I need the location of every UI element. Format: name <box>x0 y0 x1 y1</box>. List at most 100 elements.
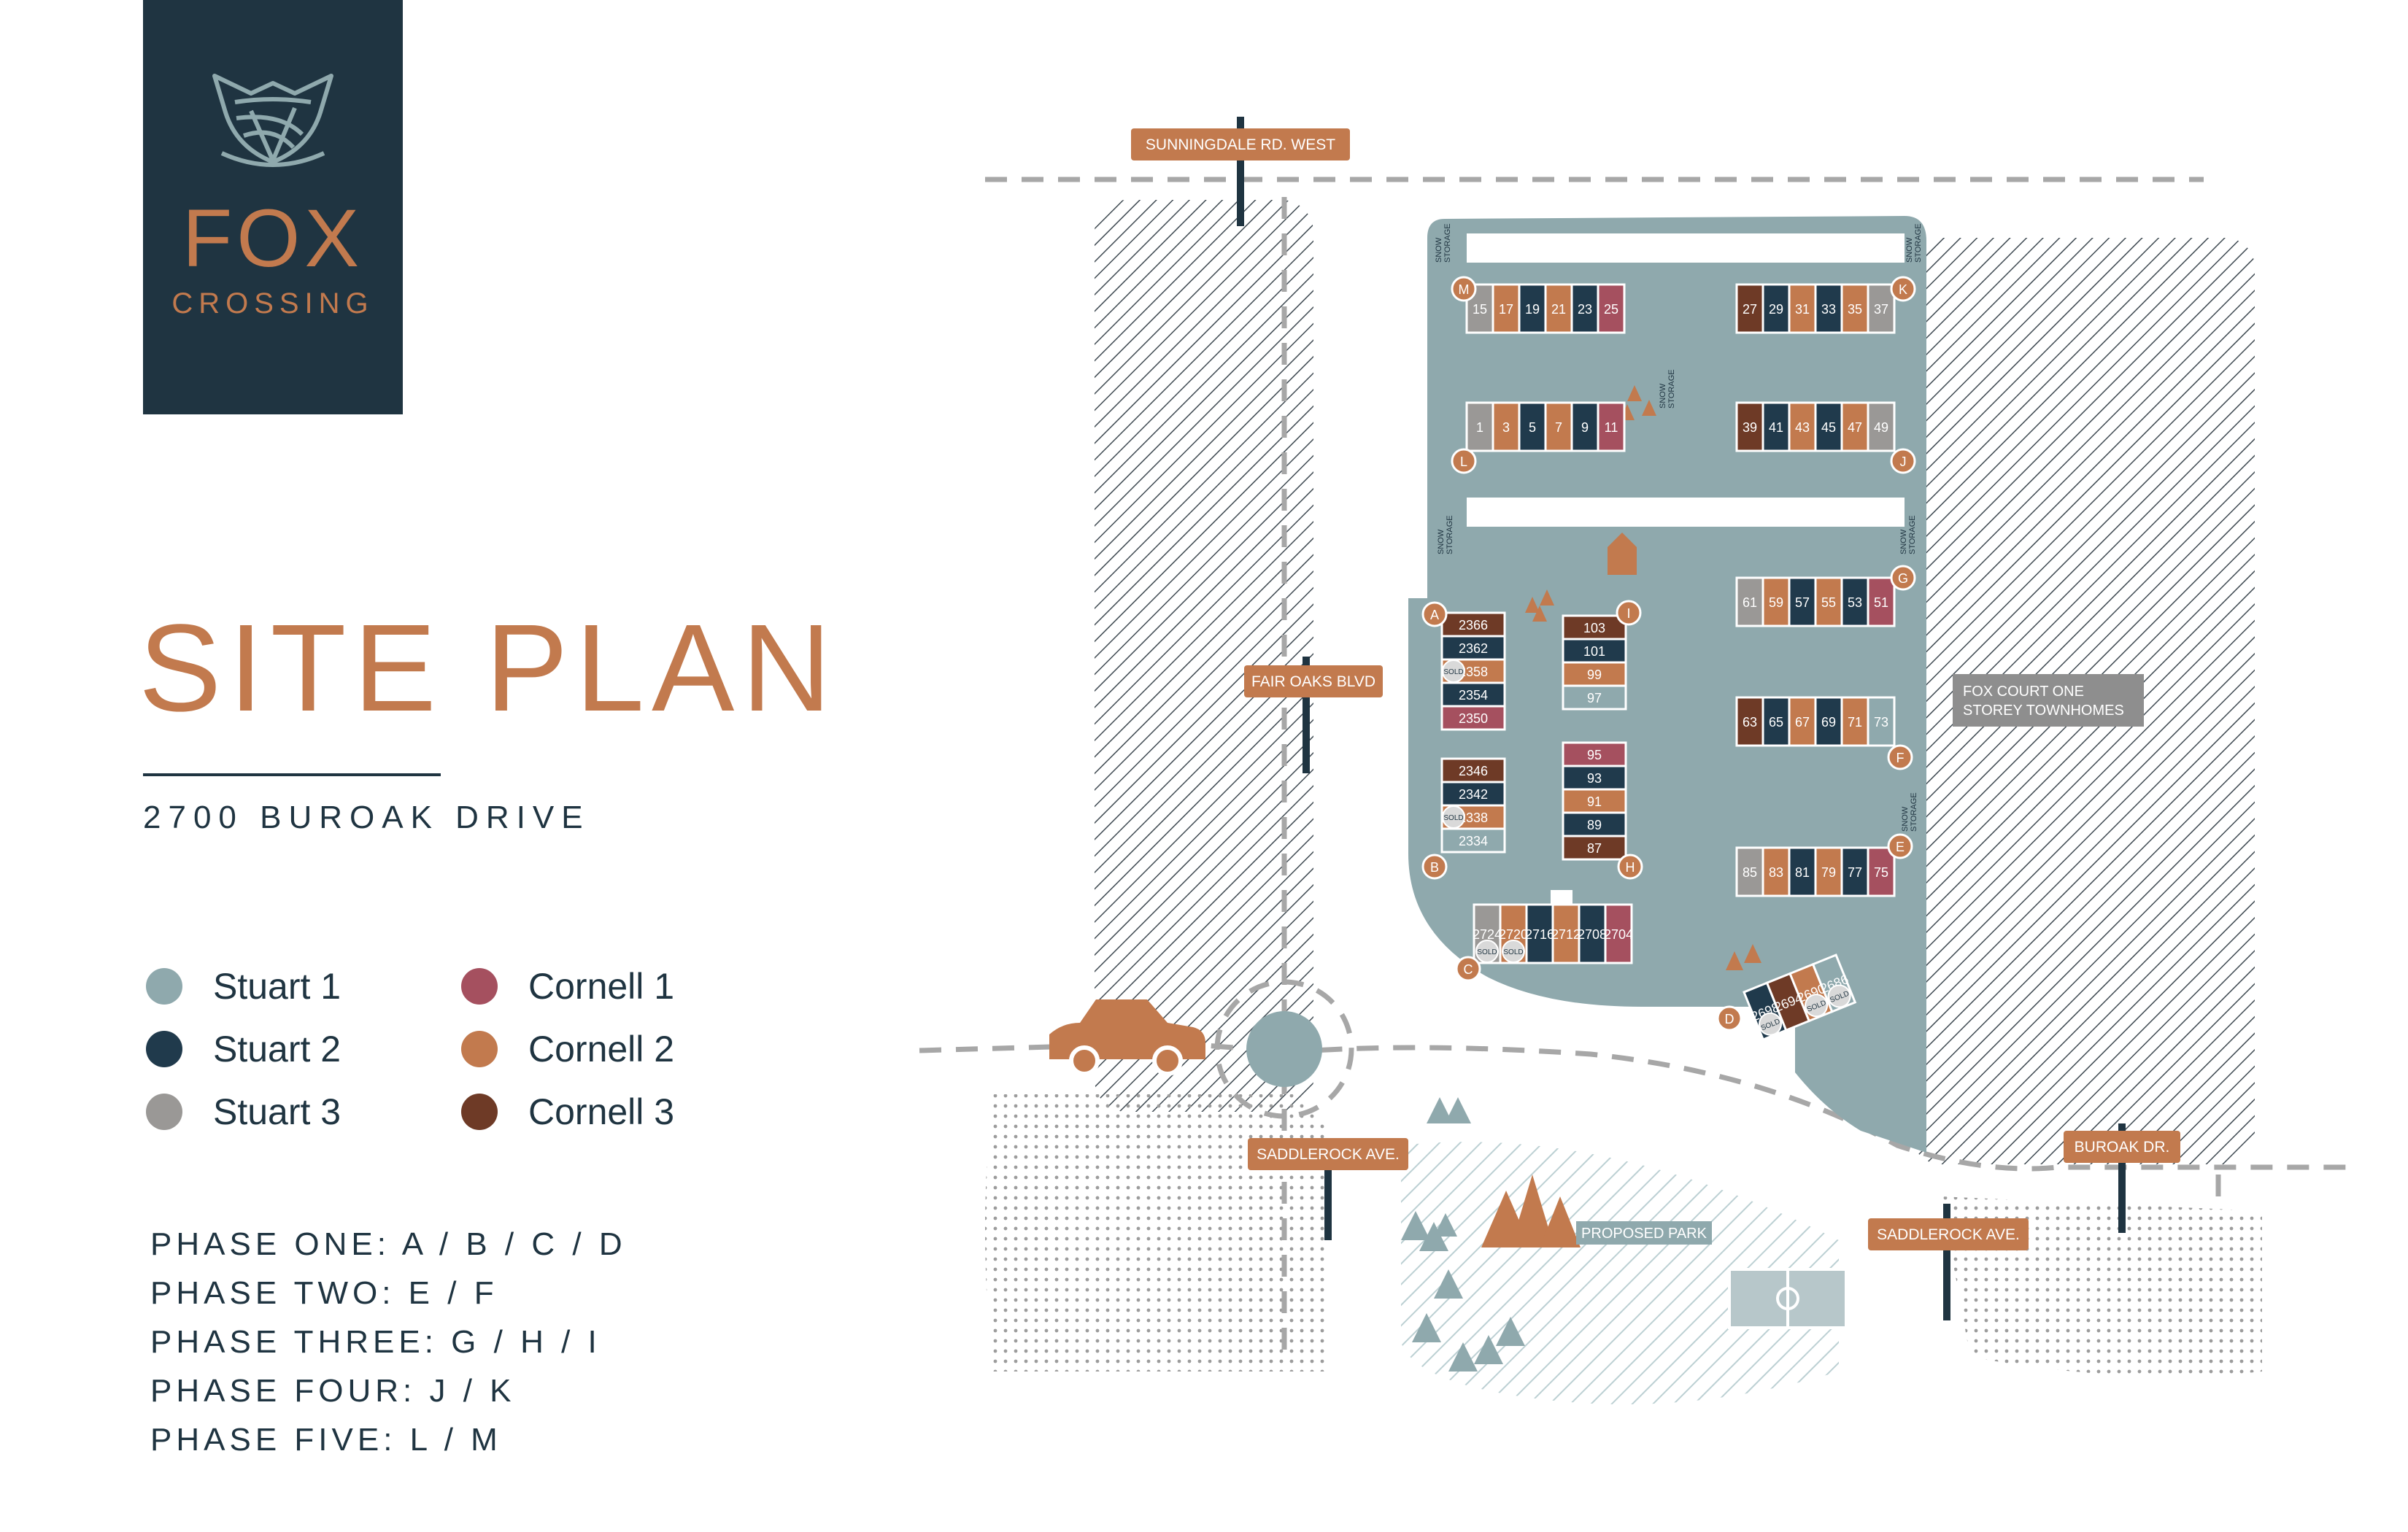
unit-51[interactable] <box>1867 576 1896 627</box>
phase-item: PHASE THREE: G / H / I <box>150 1324 601 1360</box>
legend-item-cornell-1: Cornell 1 <box>461 965 674 1007</box>
legend-item-stuart-1: Stuart 1 <box>146 965 341 1007</box>
unit-35[interactable] <box>1840 283 1869 334</box>
unit-2350[interactable] <box>1440 705 1506 731</box>
unit-91[interactable] <box>1562 788 1627 814</box>
unit-number: 2708 <box>1578 927 1607 942</box>
unit-2362[interactable] <box>1440 635 1506 661</box>
unit-31[interactable] <box>1788 283 1817 334</box>
unit-85[interactable] <box>1735 846 1764 897</box>
proposed-park-label: PROPOSED PARK <box>1576 1221 1712 1245</box>
unit-43[interactable] <box>1788 401 1817 452</box>
street-sign-fair-oaks: FAIR OAKS BLVD <box>1244 657 1383 773</box>
unit-63[interactable] <box>1735 696 1764 747</box>
phase-letter-badge: F <box>1887 744 1913 770</box>
sold-badge <box>1805 994 1829 1018</box>
svg-text:J: J <box>1900 454 1907 469</box>
unit-number: 11 <box>1605 420 1618 435</box>
svg-text:B: B <box>1430 860 1439 875</box>
unit-19[interactable] <box>1518 283 1547 334</box>
unit-15[interactable] <box>1465 283 1494 334</box>
phase-letter-badge: M <box>1451 276 1477 302</box>
unit-69[interactable] <box>1814 696 1843 747</box>
phase-letter-badge: B <box>1421 854 1448 880</box>
unit-41[interactable] <box>1761 401 1791 452</box>
phase-item: PHASE FOUR: J / K <box>150 1373 516 1409</box>
svg-text:L: L <box>1460 454 1467 469</box>
unit-number: 1 <box>1476 420 1483 435</box>
sold-badge <box>1475 940 1499 963</box>
unit-2366[interactable] <box>1440 611 1506 638</box>
svg-text:E: E <box>1896 840 1905 854</box>
legend-item-stuart-3: Stuart 3 <box>146 1091 341 1133</box>
unit-25[interactable] <box>1597 283 1626 334</box>
unit-49[interactable] <box>1867 401 1896 452</box>
unit-101[interactable] <box>1562 638 1627 664</box>
phase-list: PHASE ONE: A / B / C / D PHASE TWO: E / … <box>150 1220 627 1464</box>
unit-89[interactable] <box>1562 811 1627 837</box>
svg-text:D: D <box>1725 1012 1734 1026</box>
street-sign-saddlerock-east: SADDLEROCK AVE. <box>1868 1204 2029 1320</box>
unit-number: 25 <box>1604 302 1618 317</box>
unit-2342[interactable] <box>1440 781 1506 807</box>
svg-text:A: A <box>1430 608 1439 622</box>
unit-55[interactable] <box>1814 576 1843 627</box>
unit-65[interactable] <box>1761 696 1791 747</box>
unit-2346[interactable] <box>1440 757 1506 784</box>
unit-5[interactable] <box>1518 401 1547 452</box>
unit-97[interactable] <box>1562 684 1627 711</box>
unit-1[interactable] <box>1465 401 1494 452</box>
unit-2712[interactable] <box>1551 903 1581 964</box>
unit-9[interactable] <box>1570 401 1599 452</box>
unit-number: 19 <box>1525 302 1540 317</box>
unit-2708[interactable] <box>1578 903 1607 964</box>
svg-text:FOX COURT ONE: FOX COURT ONE <box>1963 684 2084 700</box>
unit-number: 71 <box>1848 715 1862 730</box>
unit-87[interactable] <box>1562 835 1627 861</box>
unit-number: 37 <box>1874 302 1888 317</box>
unit-79[interactable] <box>1814 846 1843 897</box>
street-sign-sunningdale: SUNNINGDALE RD. WEST <box>1131 117 1350 226</box>
unit-77[interactable] <box>1840 846 1869 897</box>
svg-text:PROPOSED PARK: PROPOSED PARK <box>1581 1226 1707 1242</box>
phase-letter-badge: L <box>1451 448 1477 474</box>
fox-court-label: FOX COURT ONE STOREY TOWNHOMES <box>1953 674 2144 727</box>
unit-2716[interactable] <box>1525 903 1554 964</box>
unit-number: 91 <box>1587 794 1602 809</box>
svg-text:H: H <box>1626 860 1635 875</box>
legend-label: Stuart 2 <box>213 1029 341 1069</box>
unit-number: 75 <box>1874 865 1888 880</box>
svg-text:STOREY TOWNHOMES: STOREY TOWNHOMES <box>1963 703 2124 719</box>
unit-81[interactable] <box>1788 846 1817 897</box>
legend-label: Cornell 1 <box>528 966 675 1007</box>
sold-badge <box>1758 1012 1782 1036</box>
roundabout-center <box>1246 1011 1322 1087</box>
unit-11[interactable] <box>1597 401 1626 452</box>
svg-text:I: I <box>1626 606 1630 621</box>
unit-number: 77 <box>1848 865 1862 880</box>
unit-number: 43 <box>1795 420 1810 435</box>
unit-number: 45 <box>1821 420 1836 435</box>
unit-37[interactable] <box>1867 283 1896 334</box>
snow-storage-labels: SNOWSTORAGE SNOWSTORAGE SNOWSTORAGE SNOW… <box>1435 223 1923 832</box>
unit-2334[interactable] <box>1440 827 1506 854</box>
unit-39[interactable] <box>1735 401 1764 452</box>
unit-95[interactable] <box>1562 741 1627 767</box>
unit-73[interactable] <box>1867 696 1896 747</box>
unit-59[interactable] <box>1761 576 1791 627</box>
unit-2704[interactable] <box>1604 903 1633 964</box>
phase-letter-badge: I <box>1616 600 1642 626</box>
unit-75[interactable] <box>1867 846 1896 897</box>
unit-17[interactable] <box>1492 283 1521 334</box>
unit-number: 97 <box>1587 691 1602 705</box>
svg-text:SNOWSTORAGE: SNOWSTORAGE <box>1901 792 1918 832</box>
sold-badge <box>1502 940 1525 963</box>
sold-label: SOLD <box>1477 948 1497 956</box>
phase-letter-badge: D <box>1716 1005 1743 1032</box>
unit-47[interactable] <box>1840 401 1869 452</box>
street-label: SADDLEROCK AVE. <box>1257 1146 1400 1163</box>
unit-71[interactable] <box>1840 696 1869 747</box>
unit-number: 59 <box>1769 595 1783 610</box>
